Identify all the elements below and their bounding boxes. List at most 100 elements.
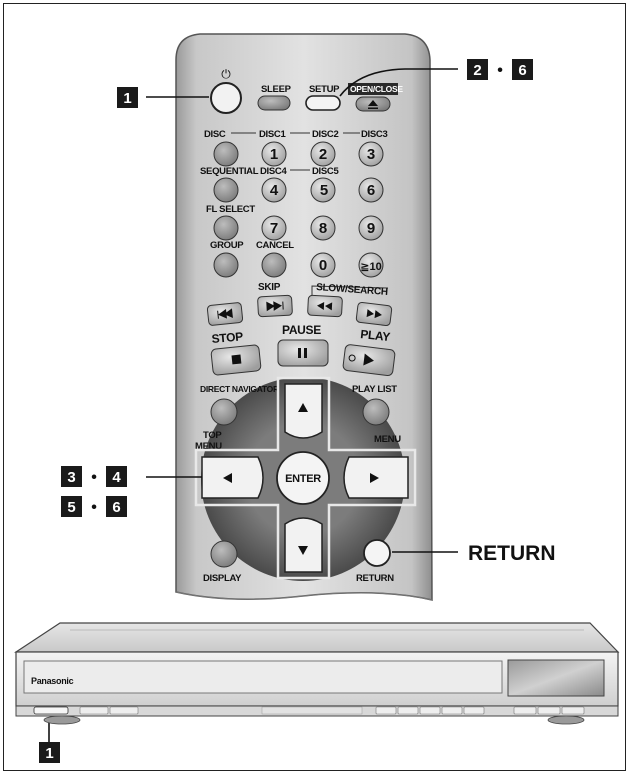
svg-text:9: 9 <box>367 220 375 237</box>
player-button-b[interactable] <box>109 706 139 715</box>
player-pause-button[interactable] <box>397 706 419 715</box>
arrow-right-icon <box>370 473 379 483</box>
player-stop-button[interactable] <box>375 706 397 715</box>
fl-select-button[interactable] <box>213 215 239 241</box>
group-button[interactable] <box>213 252 239 278</box>
up-button[interactable] <box>284 383 323 439</box>
fast-forward-button[interactable] <box>355 301 393 327</box>
player-button-c[interactable] <box>513 706 537 715</box>
svg-text:5: 5 <box>320 182 328 199</box>
skip-back-icon <box>217 308 233 319</box>
number-1-button[interactable]: 1 <box>261 141 287 167</box>
display-button[interactable] <box>210 540 238 568</box>
svg-text:8: 8 <box>319 220 327 237</box>
svg-text:•: • <box>497 62 503 79</box>
skip-back-button[interactable] <box>206 302 244 326</box>
rewind-icon <box>317 301 333 311</box>
player-button-a[interactable] <box>79 706 109 715</box>
number-7-button[interactable]: 7 <box>261 215 287 241</box>
number-6-button[interactable]: 6 <box>358 177 384 203</box>
player-skip-forward-button[interactable] <box>463 706 485 715</box>
top-label: TOP <box>203 430 222 441</box>
number-2-button[interactable]: 2 <box>310 141 336 167</box>
player-power-button[interactable] <box>33 706 69 715</box>
svg-text:5: 5 <box>67 499 75 516</box>
step-2-6-badge: 2 • 6 <box>467 59 533 80</box>
display-label: DISPLAY <box>203 573 242 584</box>
number-3-button[interactable]: 3 <box>358 141 384 167</box>
skip-forward-button[interactable] <box>257 294 293 318</box>
player-foot-right <box>547 715 585 725</box>
power-icon: ⏻ <box>221 67 231 81</box>
setup-button[interactable]: SETUP <box>305 84 341 111</box>
open-close-button[interactable]: OPEN/CLOSE <box>348 83 404 112</box>
rewind-button[interactable] <box>307 294 343 318</box>
svg-text:7: 7 <box>270 220 278 237</box>
cancel-button[interactable] <box>261 252 287 278</box>
return-label: RETURN <box>356 573 394 584</box>
brand-logo: Panasonic <box>31 676 74 686</box>
stop-label: STOP <box>211 329 244 346</box>
number-8-button[interactable]: 8 <box>310 215 336 241</box>
left-button[interactable] <box>201 456 264 499</box>
pause-icon <box>298 348 307 358</box>
callout-line-2-6 <box>339 68 458 97</box>
enter-button[interactable]: ENTER <box>276 451 330 505</box>
group-label: GROUP <box>210 240 244 251</box>
disc5-label: DISC5 <box>312 166 339 177</box>
menu-label: MENU <box>374 434 401 445</box>
fl-select-label: FL SELECT <box>206 204 255 215</box>
play-label: PLAY <box>360 327 391 344</box>
return-button[interactable] <box>363 539 391 567</box>
svg-text:≧10: ≧10 <box>360 261 381 273</box>
open-close-label: OPEN/CLOSE <box>350 84 403 94</box>
svg-text:4: 4 <box>270 182 279 199</box>
svg-text:4: 4 <box>112 469 121 486</box>
cursor-highlight-frame <box>194 376 417 580</box>
play-button[interactable] <box>342 344 396 376</box>
stop-icon <box>231 354 242 365</box>
disc-button[interactable] <box>213 141 239 167</box>
sleep-button[interactable]: SLEEP <box>257 84 292 111</box>
step-1-badge-top: 1 <box>117 87 138 108</box>
number-4-button[interactable]: 4 <box>261 177 287 203</box>
skip-forward-icon <box>266 301 284 312</box>
svg-text:1: 1 <box>123 90 131 107</box>
eject-icon <box>368 100 378 109</box>
stop-button[interactable] <box>210 344 262 376</box>
right-button[interactable] <box>343 456 409 499</box>
arrow-left-icon <box>223 473 232 483</box>
enter-label: ENTER <box>285 473 321 485</box>
number-10-button[interactable]: ≧10 <box>358 252 384 278</box>
player-play-button[interactable] <box>419 706 441 715</box>
direct-navigator-button[interactable] <box>210 398 238 426</box>
play-list-button[interactable] <box>362 398 390 426</box>
slow-search-label: SLOW/SEARCH <box>316 282 388 298</box>
svg-text:6: 6 <box>367 182 375 199</box>
arrow-up-icon <box>298 403 308 412</box>
svg-text:6: 6 <box>112 499 120 516</box>
disc4-label: DISC4 <box>260 166 287 177</box>
player-foot-left <box>43 715 81 725</box>
svg-text:2: 2 <box>473 62 481 79</box>
player-button-e[interactable] <box>561 706 585 715</box>
svg-text:3: 3 <box>367 146 375 163</box>
sleep-label: SLEEP <box>261 84 292 95</box>
number-0-button[interactable]: 0 <box>310 252 336 278</box>
player-display-window <box>507 659 605 697</box>
player-skip-back-button[interactable] <box>441 706 463 715</box>
play-list-label: PLAY LIST <box>352 384 397 395</box>
number-9-button[interactable]: 9 <box>358 215 384 241</box>
number-5-button[interactable]: 5 <box>310 177 336 203</box>
power-button[interactable]: ⏻ <box>210 67 242 114</box>
svg-text:2: 2 <box>319 146 327 163</box>
disc2-label: DISC2 <box>312 129 338 140</box>
sequential-button[interactable] <box>213 177 239 203</box>
down-button[interactable] <box>284 517 323 573</box>
svg-text:1: 1 <box>45 745 53 762</box>
player-button-d[interactable] <box>537 706 561 715</box>
pause-button[interactable] <box>277 339 329 367</box>
fast-forward-icon <box>366 309 382 319</box>
svg-text:•: • <box>91 499 97 516</box>
